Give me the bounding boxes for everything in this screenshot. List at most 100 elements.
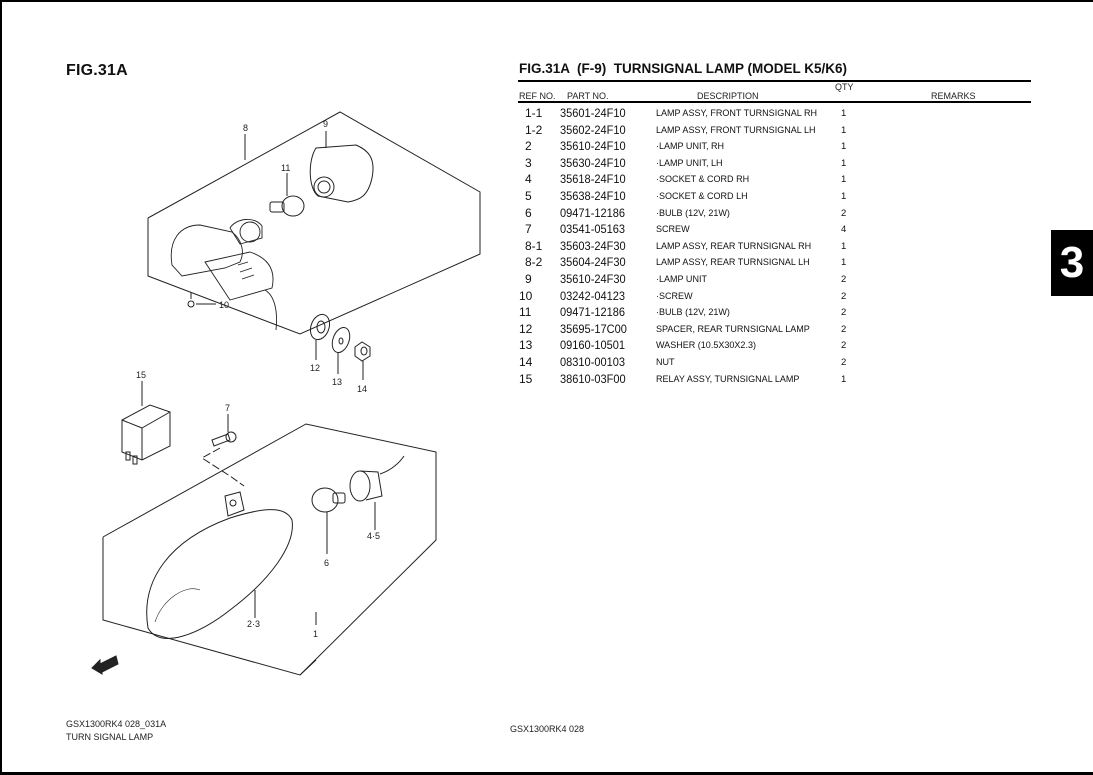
description: LAMP ASSY, REAR TURNSIGNAL RH xyxy=(656,240,812,252)
part-no: 35630-24F10 xyxy=(560,155,626,170)
part-no: 38610-03F00 xyxy=(560,371,626,386)
callout-14: 14 xyxy=(357,384,367,394)
ref-no: 8-1 xyxy=(525,238,543,253)
front-lamp-group-outline xyxy=(102,423,437,676)
description: NUT xyxy=(656,356,675,368)
qty: 2 xyxy=(841,207,847,219)
rear-lamp-housing-drawing xyxy=(170,219,277,331)
page-border-bottom xyxy=(0,772,1093,775)
qty: 1 xyxy=(841,157,847,169)
table-header-rule xyxy=(518,101,1031,103)
qty: 1 xyxy=(841,190,847,202)
qty: 2 xyxy=(841,340,847,352)
qty: 1 xyxy=(841,373,847,385)
description: ·LAMP UNIT, RH xyxy=(656,141,725,153)
bulb-11-drawing xyxy=(269,195,305,217)
screw-10-drawing xyxy=(187,292,216,308)
lamp-unit-9-drawing xyxy=(309,144,374,203)
part-no: 35610-24F30 xyxy=(560,271,626,286)
ref-no: 5 xyxy=(525,188,532,203)
table-row: 13 09160-10501 WASHER (10.5X30X2.3) 2 xyxy=(519,336,1039,353)
qty: 2 xyxy=(841,356,847,368)
part-no: 09471-12186 xyxy=(560,305,626,320)
qty: 1 xyxy=(841,141,847,153)
header-part-no: PART NO. xyxy=(567,91,609,101)
footer-page-code: GSX1300RK4 028 xyxy=(510,724,585,734)
description: ·LAMP UNIT, LH xyxy=(656,157,723,169)
description: LAMP ASSY, FRONT TURNSIGNAL LH xyxy=(656,124,816,136)
part-no: 35601-24F10 xyxy=(560,106,626,120)
qty: 2 xyxy=(841,273,847,285)
callout-4-5: 4·5 xyxy=(367,531,380,541)
forward-arrow-icon xyxy=(91,655,119,675)
ref-no: 7 xyxy=(525,222,532,237)
ref-no: 10 xyxy=(519,288,533,303)
hardware-12-14-drawing xyxy=(309,313,371,380)
front-lamp-lens-drawing xyxy=(146,491,293,639)
part-no: 09471-12186 xyxy=(560,205,626,220)
ref-no: 4 xyxy=(525,172,532,187)
part-no: 03541-05163 xyxy=(560,222,626,237)
footer-drawing-title: TURN SIGNAL LAMP xyxy=(66,732,154,742)
qty: 1 xyxy=(841,124,847,136)
table-row: 8-2 35604-24F30 LAMP ASSY, REAR TURNSIGNAL… xyxy=(519,253,1039,270)
ref-no: 12 xyxy=(519,321,533,336)
callout-1: 1 xyxy=(313,629,318,639)
page-border-top xyxy=(0,0,1093,2)
ref-no: 6 xyxy=(525,205,532,220)
header-ref-no: REF NO. xyxy=(519,91,556,101)
ref-no: 15 xyxy=(519,371,533,386)
part-no: 08310-00103 xyxy=(560,354,626,369)
callout-6: 6 xyxy=(324,558,329,568)
table-top-rule xyxy=(518,80,1031,82)
callout-13: 13 xyxy=(332,377,342,387)
description: WASHER (10.5X30X2.3) xyxy=(656,340,756,352)
table-row: 15 38610-03F00 RELAY ASSY, TURNSIGNAL LAMP… xyxy=(519,370,1039,387)
description: ·SOCKET & CORD RH xyxy=(656,174,750,186)
bulb-6-drawing xyxy=(311,487,346,554)
description: ·LAMP UNIT xyxy=(656,273,707,285)
table-row: 9 35610-24F30 ·LAMP UNIT 2 xyxy=(519,270,1039,287)
ref-no: 8-2 xyxy=(525,255,543,270)
ref-no: 2 xyxy=(525,139,532,154)
header-qty: QTY xyxy=(835,82,854,92)
ref-no: 9 xyxy=(525,271,532,286)
callout-9: 9 xyxy=(323,119,328,129)
qty: 1 xyxy=(841,240,847,252)
part-no: 35603-24F30 xyxy=(560,238,626,253)
description: LAMP ASSY, FRONT TURNSIGNAL RH xyxy=(656,108,817,119)
callout-10: 10 xyxy=(219,300,229,310)
page-border-left xyxy=(0,0,2,775)
exploded-parts-diagram: 8 9 11 10 12 13 14 15 7 4·5 6 2·3 1 xyxy=(91,111,481,676)
ref-no: 13 xyxy=(519,338,533,353)
header-description: DESCRIPTION xyxy=(697,91,759,101)
rear-lamp-group-outline xyxy=(147,111,481,335)
callout-2-3: 2·3 xyxy=(247,619,260,629)
header-remarks: REMARKS xyxy=(931,91,976,101)
table-row: 1-1 35601-24F10 LAMP ASSY, FRONT TURNSIGNA… xyxy=(519,104,1039,121)
part-no: 35602-24F10 xyxy=(560,122,626,137)
table-row: 8-1 35603-24F30 LAMP ASSY, REAR TURNSIGNAL… xyxy=(519,237,1039,254)
socket-4-5-drawing xyxy=(349,455,405,530)
description: ·SOCKET & CORD LH xyxy=(656,190,748,202)
footer-drawing-code: GSX1300RK4 028_031A xyxy=(66,719,167,729)
part-no: 09160-10501 xyxy=(560,338,626,353)
callout-11: 11 xyxy=(281,163,290,173)
part-no: 35604-24F30 xyxy=(560,255,626,270)
part-no: 35610-24F10 xyxy=(560,139,626,154)
table-row: 2 35610-24F10 ·LAMP UNIT, RH 1 xyxy=(519,137,1039,154)
ref-no: 11 xyxy=(519,305,532,320)
callout-15: 15 xyxy=(136,370,146,380)
ref-no: 1-1 xyxy=(525,106,543,120)
description: LAMP ASSY, REAR TURNSIGNAL LH xyxy=(656,257,810,269)
qty: 1 xyxy=(841,257,847,269)
description: ·BULB (12V, 21W) xyxy=(656,207,730,219)
description: RELAY ASSY, TURNSIGNAL LAMP xyxy=(656,373,800,385)
